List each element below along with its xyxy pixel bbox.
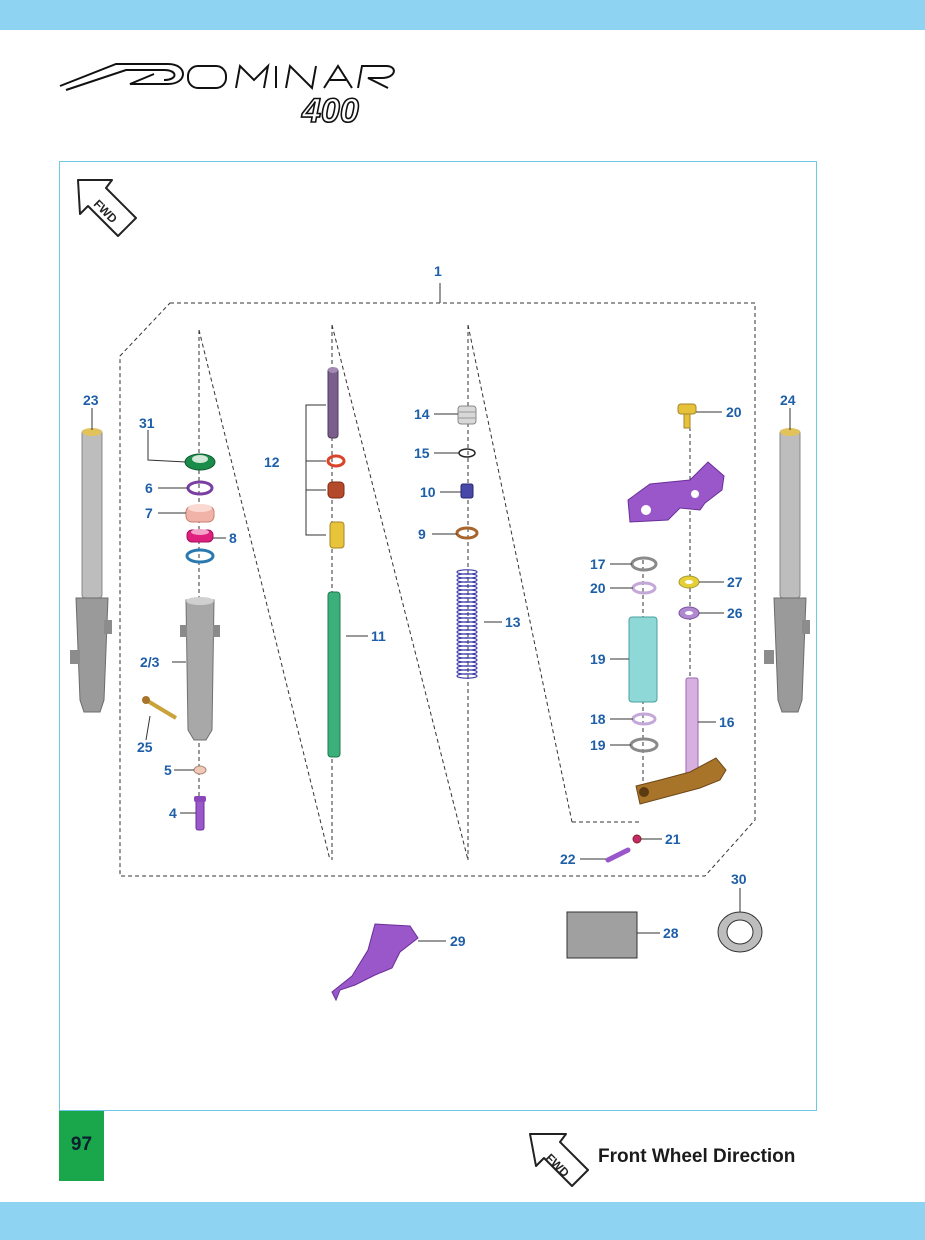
callout-22: 22 <box>560 851 576 867</box>
callout-29: 29 <box>450 933 466 949</box>
callout-9: 9 <box>418 526 426 542</box>
callout-30: 30 <box>731 871 747 887</box>
callout-15: 15 <box>414 445 430 461</box>
callout-20-mid: 20 <box>590 580 606 596</box>
inner-tube-11 <box>327 591 341 758</box>
callout-19-top: 19 <box>590 651 606 667</box>
oil-seal-8 <box>186 529 214 543</box>
nut-12b <box>327 481 345 499</box>
guide-lines <box>198 324 691 861</box>
spring-13 <box>456 569 478 679</box>
bottom-band <box>0 1202 925 1240</box>
callout-5: 5 <box>164 762 172 778</box>
damper-rod-12 <box>327 367 339 439</box>
dust-cover-19 <box>628 616 658 703</box>
callout-25: 25 <box>137 739 153 755</box>
ring-30 <box>717 911 763 953</box>
callout-13: 13 <box>505 614 521 630</box>
o-ring-15 <box>458 448 476 458</box>
leader-lines <box>91 408 791 942</box>
callout-4: 4 <box>169 805 177 821</box>
callout-6: 6 <box>145 480 153 496</box>
cap-14 <box>457 405 477 425</box>
bolt-4 <box>194 796 206 831</box>
fork-leg-23 <box>70 428 112 713</box>
bolt-20-top <box>677 403 697 429</box>
spacer-10 <box>460 483 474 499</box>
callout-24: 24 <box>780 392 796 408</box>
steering-stem-16 <box>685 677 699 781</box>
callout-18: 18 <box>590 711 606 727</box>
callout-14: 14 <box>414 406 430 422</box>
callout-7: 7 <box>145 505 153 521</box>
bearing-19b <box>629 737 659 753</box>
ring-20b <box>631 581 657 595</box>
callout-labels: 1 23 24 31 6 7 8 2/3 25 5 4 12 11 14 15 … <box>83 263 796 949</box>
callout-1: 1 <box>434 263 442 279</box>
svg-text:400: 400 <box>301 92 359 130</box>
fork-leg-24 <box>764 428 810 713</box>
bolt-22 <box>605 847 631 863</box>
bushing-7 <box>185 504 215 523</box>
callout-19-bottom: 19 <box>590 737 606 753</box>
callout-26: 26 <box>727 605 743 621</box>
bottom-bracket <box>635 757 727 805</box>
ring-18 <box>631 712 657 726</box>
assembly-boundary <box>119 302 756 877</box>
callout-17: 17 <box>590 556 606 572</box>
top-bracket <box>627 461 725 523</box>
fwd-legend-icon: FWD <box>529 1133 589 1187</box>
dominar-400-logo: 400 <box>59 63 395 130</box>
dust-seal-31 <box>184 453 216 471</box>
callout-28: 28 <box>663 925 679 941</box>
page-number: 97 <box>59 1111 104 1181</box>
spring-coil <box>456 673 478 679</box>
block-28 <box>566 911 638 959</box>
callout-20-top: 20 <box>726 404 742 420</box>
callout-11: 11 <box>371 628 386 644</box>
callout-21: 21 <box>665 831 681 847</box>
bearing-17 <box>630 556 658 572</box>
callout-31: 31 <box>139 415 155 431</box>
callout-2-3: 2/3 <box>140 654 160 670</box>
callout-10: 10 <box>420 484 436 500</box>
washer-9 <box>455 526 479 540</box>
callout-16: 16 <box>719 714 735 730</box>
ring-12a <box>326 454 346 468</box>
callout-12: 12 <box>264 454 280 470</box>
outer-tube-2-3 <box>180 597 220 741</box>
bracket-12 <box>305 404 326 536</box>
top-band <box>0 0 925 30</box>
bracket-29 <box>331 923 419 1002</box>
diagram-frame <box>59 161 817 1111</box>
ring-blue <box>185 548 215 564</box>
fwd-arrow-icon: FWD <box>77 179 137 237</box>
callout-23: 23 <box>83 392 99 408</box>
callout-8: 8 <box>229 530 237 546</box>
piston-12c <box>329 521 345 549</box>
ring-6 <box>186 480 214 496</box>
legend-text: Front Wheel Direction <box>598 1146 796 1167</box>
callout-27: 27 <box>727 574 743 590</box>
axle-bolt-25 <box>142 696 178 720</box>
